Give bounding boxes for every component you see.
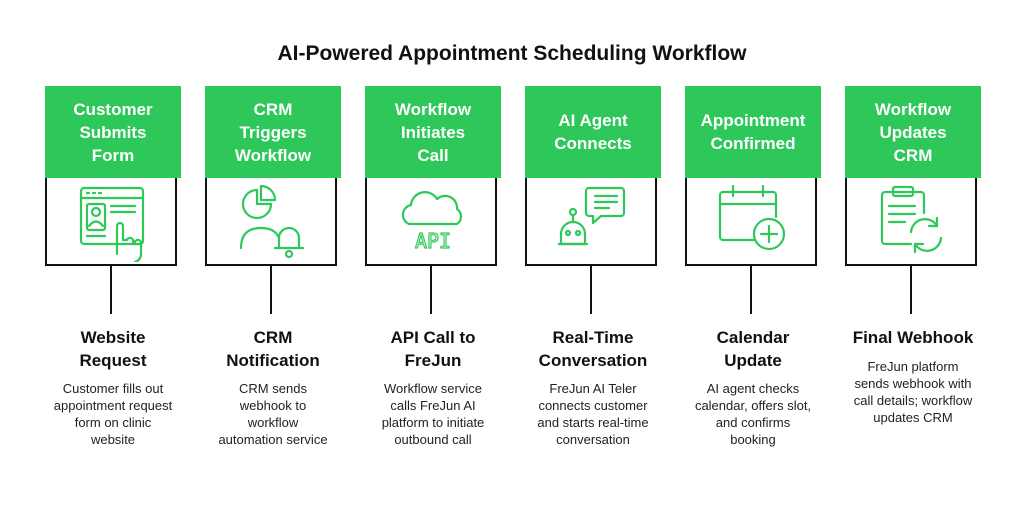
calendar-add-icon: [718, 184, 786, 251]
stage-description: Customer fills out appointment request f…: [53, 381, 173, 447]
user-chart-bell-icon: [239, 184, 305, 259]
stage-title: Final Webhook: [852, 328, 974, 347]
step-icon-box: API: [365, 178, 497, 266]
step-icon-box: [685, 178, 817, 266]
robot-chat-icon: [557, 186, 626, 246]
step-label: AI Agent Connects: [525, 86, 661, 178]
step-icon-box: [525, 178, 657, 266]
connector-line: [590, 266, 592, 314]
step-label: Customer Submits Form: [45, 86, 181, 178]
stage-title: Calendar Update: [716, 328, 790, 370]
stage-description: CRM sends webhook to workflow automation…: [218, 381, 328, 447]
stage-description: AI agent checks calendar, offers slot, a…: [694, 381, 812, 447]
diagram-title: AI-Powered Appointment Scheduling Workfl…: [277, 42, 747, 65]
step-icon-box: [205, 178, 337, 266]
step-icon-box: [845, 178, 977, 266]
web-form-icon: [79, 186, 145, 262]
step-label: CRM Triggers Workflow: [205, 86, 341, 178]
stage-title: CRM Notification: [226, 328, 320, 370]
connector-line: [270, 266, 272, 314]
stage-description: Workflow service calls FreJun AI platfor…: [381, 381, 485, 447]
connector-line: [430, 266, 432, 314]
cloud-api-icon: API: [401, 191, 463, 254]
stage-description: FreJun AI Teler connects customer and st…: [537, 381, 649, 447]
connector-line: [110, 266, 112, 314]
step-label: Workflow Initiates Call: [365, 86, 501, 178]
step-icon-box: [45, 178, 177, 266]
api-text: API: [415, 229, 451, 253]
clipboard-sync-icon: [880, 185, 943, 254]
step-label: Workflow Updates CRM: [845, 86, 981, 178]
connector-line: [910, 266, 912, 314]
stage-title: API Call to FreJun: [390, 328, 476, 370]
step-label: Appointment Confirmed: [685, 86, 821, 178]
stage-description: FreJun platform sends webhook with call …: [853, 359, 973, 425]
stage-title: Real-Time Conversation: [538, 328, 648, 370]
connector-line: [750, 266, 752, 314]
stage-title: Website Request: [79, 328, 147, 370]
